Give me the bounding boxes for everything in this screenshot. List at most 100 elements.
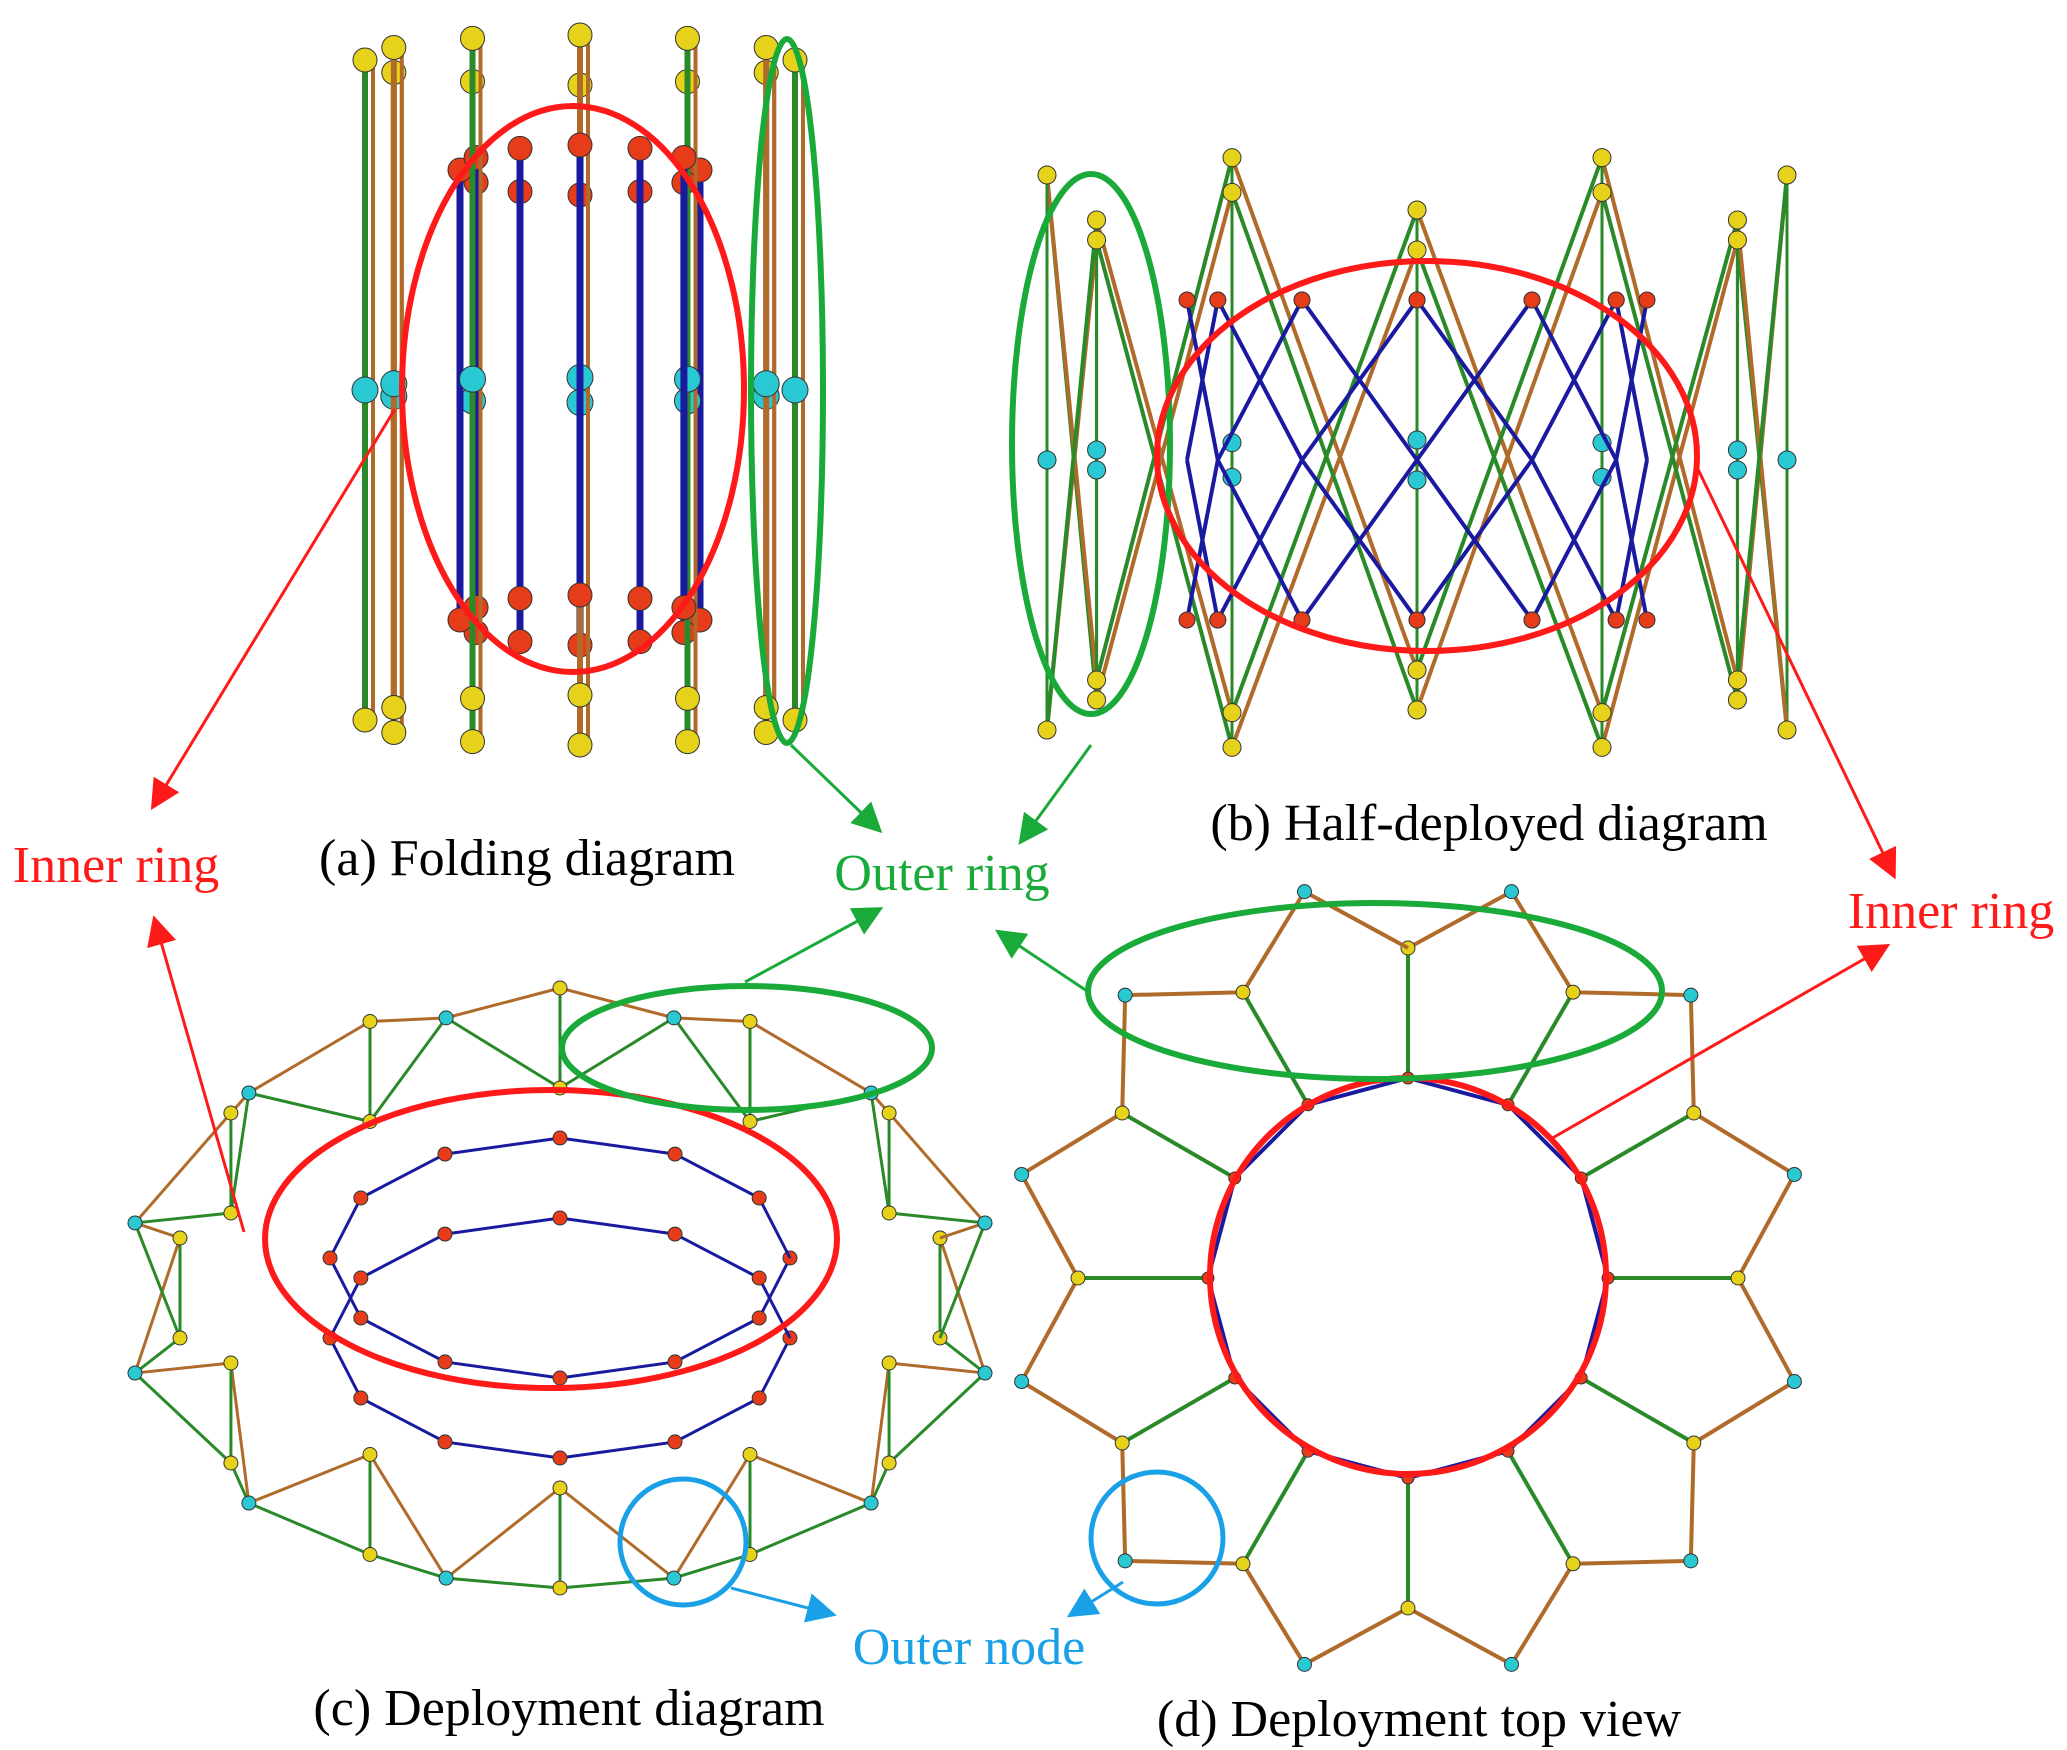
- arrow-outer-b: [1018, 744, 1093, 845]
- outer-ring-highlight-c: [559, 983, 935, 1113]
- inner-joint: [751, 1190, 767, 1206]
- strut: [887, 1112, 987, 1224]
- strut: [134, 1336, 181, 1375]
- outer-joint: [1686, 1105, 1702, 1121]
- outer-joint: [460, 25, 485, 51]
- strut: [673, 1016, 751, 1023]
- inner-joint: [1178, 611, 1196, 629]
- caption-d: (d) Deployment top view: [1157, 1691, 1682, 1748]
- outer-joint: [1727, 230, 1747, 250]
- outer-joint: [172, 1230, 188, 1246]
- outer-joint: [675, 729, 700, 755]
- inner-strut: [328, 1337, 363, 1399]
- strut: [938, 1237, 987, 1374]
- inner-strut: [757, 1257, 792, 1319]
- outer-node: [438, 1010, 454, 1026]
- inner-strut: [674, 1316, 760, 1364]
- strut: [1045, 219, 1099, 731]
- strut: [1506, 1450, 1575, 1565]
- inner-joint: [667, 1434, 683, 1450]
- inner-joint: [671, 620, 697, 645]
- outer-joint: [675, 25, 700, 51]
- outer-joint: [1727, 210, 1747, 230]
- inner-ring-highlight-d: [1207, 1075, 1609, 1477]
- inner-joint: [353, 1270, 369, 1286]
- outer-ring-highlight-a: [748, 36, 826, 746]
- outer-joint: [1114, 1435, 1130, 1451]
- inner-strut: [559, 1136, 676, 1156]
- inner-joint: [552, 1370, 568, 1386]
- strut: [1736, 1173, 1797, 1279]
- outer-joint: [1407, 200, 1427, 220]
- inner-strut: [757, 1197, 792, 1259]
- inner-ring-highlight-c: [262, 1087, 840, 1391]
- strut: [1509, 1562, 1575, 1666]
- outer-joint: [1407, 700, 1427, 720]
- strut: [1572, 1558, 1691, 1566]
- inner-joint: [437, 1146, 453, 1162]
- strut: [229, 1362, 251, 1504]
- outer-joint: [1730, 1270, 1746, 1286]
- strut: [1125, 1558, 1244, 1566]
- strut: [1407, 1606, 1513, 1667]
- strut: [1600, 157, 1740, 681]
- label-outer-ring: Outer ring: [834, 845, 1049, 902]
- arrow-inner-c: [147, 915, 246, 1233]
- inner-ring-highlight-b: [1154, 258, 1700, 654]
- strut: [1230, 249, 1419, 749]
- outer-joint: [1070, 1270, 1086, 1286]
- strut: [369, 1016, 447, 1023]
- inner-joint: [437, 1226, 453, 1242]
- strut: [134, 1361, 232, 1375]
- outer-joint: [742, 1447, 758, 1463]
- strut: [559, 1016, 675, 1090]
- strut: [133, 1222, 182, 1339]
- outer-node-highlight-c: [617, 1476, 749, 1608]
- inner-joint: [667, 1354, 683, 1370]
- outer-joint: [1037, 165, 1057, 185]
- strut: [1600, 219, 1740, 714]
- inner-strut: [360, 1396, 446, 1444]
- outer-node: [977, 1215, 993, 1231]
- strut: [672, 1453, 752, 1579]
- inner-strut: [1415, 298, 1534, 462]
- outer-node: [1786, 1374, 1802, 1390]
- outer-joint: [460, 685, 485, 711]
- strut: [1415, 157, 1604, 671]
- strut: [1415, 209, 1604, 714]
- outer-joint: [1400, 1600, 1416, 1616]
- strut: [1094, 191, 1234, 701]
- outer-node: [674, 365, 701, 393]
- outer-joint: [223, 1455, 239, 1471]
- outer-node: [1683, 987, 1699, 1003]
- outer-node: [1504, 1656, 1520, 1672]
- label-inner-ring-right: Inner ring: [1848, 883, 2054, 940]
- outer-joint: [362, 1547, 378, 1563]
- inner-joint: [1178, 291, 1196, 309]
- strut: [134, 1221, 181, 1240]
- arrow-node-d: [1066, 1580, 1124, 1618]
- inner-strut: [328, 1197, 363, 1259]
- strut: [445, 986, 561, 1020]
- inner-joint: [507, 135, 533, 161]
- outer-joint: [1592, 148, 1612, 168]
- outer-joint: [1087, 230, 1107, 250]
- outer-node: [752, 370, 780, 398]
- strut: [749, 1501, 872, 1556]
- inner-joint: [552, 1450, 568, 1466]
- outer-joint: [1222, 703, 1242, 723]
- inner-joint: [437, 1434, 453, 1450]
- strut: [445, 1486, 561, 1580]
- inner-strut: [1530, 299, 1618, 461]
- half-deployed-mechanism-drawing: [1037, 148, 1797, 757]
- inner-joint: [353, 1390, 369, 1406]
- strut: [672, 1016, 752, 1123]
- outer-joint: [1235, 1556, 1251, 1572]
- inner-joint: [353, 1190, 369, 1206]
- inner-joint: [751, 1270, 767, 1286]
- inner-joint: [1638, 291, 1656, 309]
- outer-joint: [881, 1205, 897, 1221]
- inner-joint: [1209, 291, 1227, 309]
- inner-strut: [674, 1152, 760, 1200]
- outer-node: [1407, 430, 1427, 450]
